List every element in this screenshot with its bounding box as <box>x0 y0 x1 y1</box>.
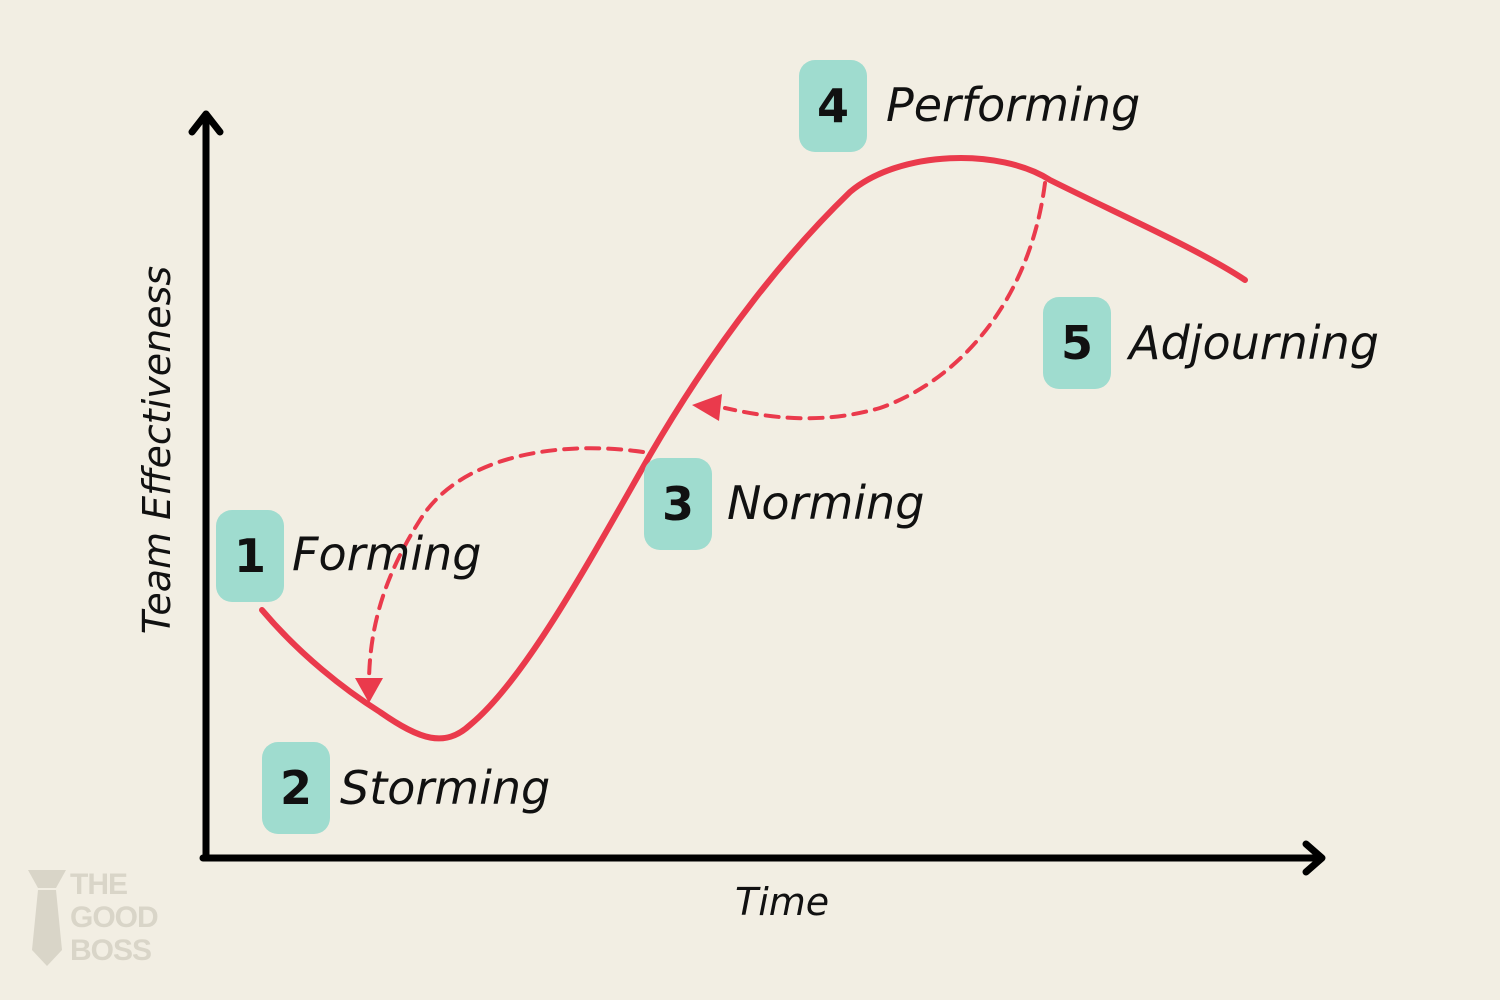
logo-text-the: THE <box>70 868 128 901</box>
x-axis-arrowhead <box>1302 840 1326 876</box>
dashed-return-arrow-to-norming <box>723 181 1047 421</box>
stage-4-label: Performing <box>886 78 1141 132</box>
dashed-arrow-head-norming <box>692 394 722 421</box>
stage-2-label: Storming <box>340 761 551 815</box>
stage-1-badge: 1 <box>216 510 284 602</box>
the-good-boss-logo: THE GOOD BOSS <box>26 868 186 968</box>
logo-text-good: GOOD <box>70 901 159 934</box>
dashed-return-arrow-to-storming <box>367 446 645 682</box>
dashed-arrow-head-storming <box>355 678 383 703</box>
stage-3-label: Norming <box>727 476 925 530</box>
stage-5-label: Adjourning <box>1129 316 1379 370</box>
logo-text-boss: BOSS <box>70 934 152 967</box>
stage-3-badge: 3 <box>644 458 712 550</box>
tie-icon <box>28 870 66 966</box>
y-axis-label: Team Effectiveness <box>135 265 179 635</box>
x-axis-label: Time <box>735 880 830 924</box>
effectiveness-curve <box>259 155 1248 742</box>
stage-1-label: Forming <box>292 527 482 581</box>
stage-5-badge: 5 <box>1043 297 1111 389</box>
stage-2-badge: 2 <box>262 742 330 834</box>
stage-4-badge: 4 <box>799 60 867 152</box>
y-axis-arrowhead <box>188 110 224 136</box>
